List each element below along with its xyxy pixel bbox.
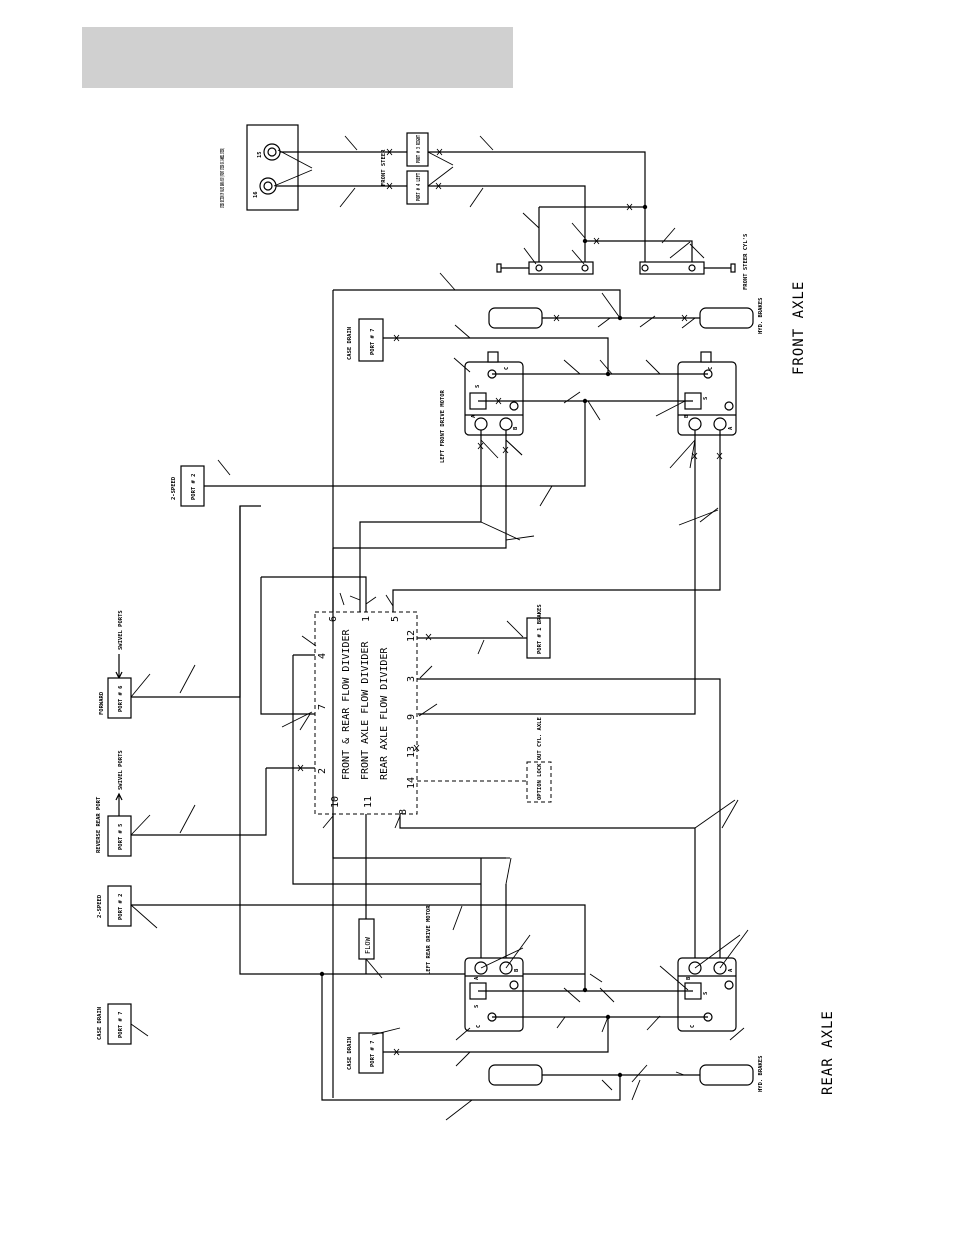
lfm-port-s: S — [475, 385, 481, 388]
steer-valve-label: STEER SECTION OF VALVE BANK ASSY (FRONT … — [220, 148, 226, 208]
lfm-port-c: C — [504, 367, 510, 370]
steer-port-4-box — [406, 170, 429, 205]
fd-port-8: 8 — [398, 809, 409, 815]
fd-port-13: 13 — [406, 746, 417, 758]
front-axle-label: FRONT AXLE — [791, 281, 807, 375]
side-port-2-label: PORT # 2 — [118, 894, 124, 921]
fd-port-4: 4 — [317, 653, 328, 659]
rfm-port-a: A — [728, 426, 734, 430]
fd-port-2: 2 — [317, 768, 328, 774]
fd-port-5: 5 — [390, 616, 401, 622]
lfm-port-a: A — [471, 414, 477, 418]
lfm-port-b: B — [513, 426, 519, 430]
left-front-drive-motor — [464, 351, 524, 436]
rear-axle-label: REAR AXLE — [820, 1010, 836, 1095]
left-rear-motor-label: LEFT REAR DRIVE MOTOR — [426, 905, 432, 975]
lrm-port-a: A — [474, 976, 480, 980]
front-2speed-label: 2-SPEED — [171, 476, 177, 500]
lrm-port-c: C — [476, 1025, 482, 1028]
fd-title-rear-axle: REAR AXLE FLOW DIVIDER — [379, 647, 390, 780]
front-case-drain-label: CASE DRAIN — [347, 327, 353, 360]
fd-port-12: 12 — [406, 630, 417, 642]
right-front-drive-motor — [677, 351, 737, 436]
left-front-motor-label: LEFT FRONT DRIVE MOTOR — [440, 389, 446, 463]
rear-brake-left — [488, 1064, 543, 1086]
fd-port-14: 14 — [406, 777, 417, 789]
front-port-7-label: PORT # 7 — [370, 329, 376, 356]
port-5-label: PORT # 5 — [118, 824, 124, 851]
front-steer-label: FRONT STEER — [381, 149, 387, 186]
fd-title-front-axle: FRONT AXLE FLOW DIVIDER — [360, 641, 371, 780]
rear-port-7-label: PORT # 7 — [370, 1041, 376, 1068]
option-lockout-label: OPTION LOCK OUT CYL. AXLE — [537, 717, 543, 800]
front-brake-right — [699, 307, 754, 329]
valve-port-16: 16 — [253, 191, 259, 198]
x-markers — [297, 148, 723, 1056]
rfm-port-s: S — [703, 397, 709, 400]
fd-port-7: 7 — [317, 704, 328, 710]
swivel-ports-bottom: SWIVEL PORTS — [118, 750, 124, 790]
side-case-drain-label: CASE DRAIN — [97, 1007, 103, 1040]
lrm-port-s: S — [474, 1005, 480, 1008]
valve-port-15: 15 — [257, 151, 263, 158]
fd-port-10: 10 — [330, 796, 341, 808]
rfm-port-c: C — [708, 367, 714, 370]
rrm-port-a: A — [728, 968, 734, 972]
rrm-port-b: B — [686, 976, 692, 980]
steer-cyls-label: FRONT STEER CYL'S — [743, 234, 749, 290]
front-hyd-brakes-label: HYD. BRAKES — [758, 298, 764, 334]
forward-label: FORWARD — [99, 691, 105, 715]
reverse-port-5-box — [107, 815, 132, 857]
front-case-drain-box — [358, 318, 384, 362]
header-bar — [82, 27, 513, 88]
steer-valve: 15 16 — [246, 124, 299, 211]
fd-port-3: 3 — [406, 676, 417, 682]
side-2speed-port-box — [107, 885, 132, 927]
reverse-label: REVERSE REAR PORT — [96, 796, 102, 853]
brakes-port-label: PORT # 1 BRAKES — [537, 604, 543, 654]
brakes-port-box — [526, 617, 551, 659]
side-port-7-label: PORT # 7 — [118, 1012, 124, 1039]
rear-case-drain-label: CASE DRAIN — [347, 1037, 353, 1070]
steer-port-3-box — [406, 132, 429, 167]
leader-lines — [130, 135, 749, 1121]
fd-title-front-rear: FRONT & REAR FLOW DIVIDER — [341, 629, 352, 780]
fd-port-9: 9 — [406, 714, 417, 720]
fd-port-11: 11 — [363, 796, 374, 808]
right-rear-drive-motor — [677, 957, 737, 1032]
port-6-label: PORT # 6 — [118, 685, 124, 712]
front-port-2-label: PORT # 2 — [191, 474, 197, 501]
rfm-port-b: B — [684, 414, 690, 418]
flow-label: FLOW — [364, 936, 372, 954]
rear-case-drain-box — [358, 1032, 384, 1074]
steer-port-4-label: PORT # 4 LEFT — [416, 173, 422, 201]
lrm-port-b: B — [514, 968, 520, 972]
rear-hyd-brakes-label: HYD. BRAKES — [758, 1056, 764, 1092]
swivel-ports-top: SWIVEL PORTS — [118, 610, 124, 650]
fd-port-6: 6 — [328, 616, 339, 622]
option-lockout-box — [526, 761, 552, 803]
steer-port-3-label: PORT # 3 RIGHT — [416, 135, 422, 163]
front-brake-left — [488, 307, 543, 329]
rrm-port-c: C — [690, 1025, 696, 1028]
fd-port-1: 1 — [361, 616, 372, 622]
forward-port-6-box — [107, 677, 132, 719]
side-case-drain-box — [107, 1003, 132, 1045]
rrm-port-s: S — [703, 992, 709, 995]
rear-brake-right — [699, 1064, 754, 1086]
side-2speed-label: 2-SPEED — [97, 894, 103, 918]
